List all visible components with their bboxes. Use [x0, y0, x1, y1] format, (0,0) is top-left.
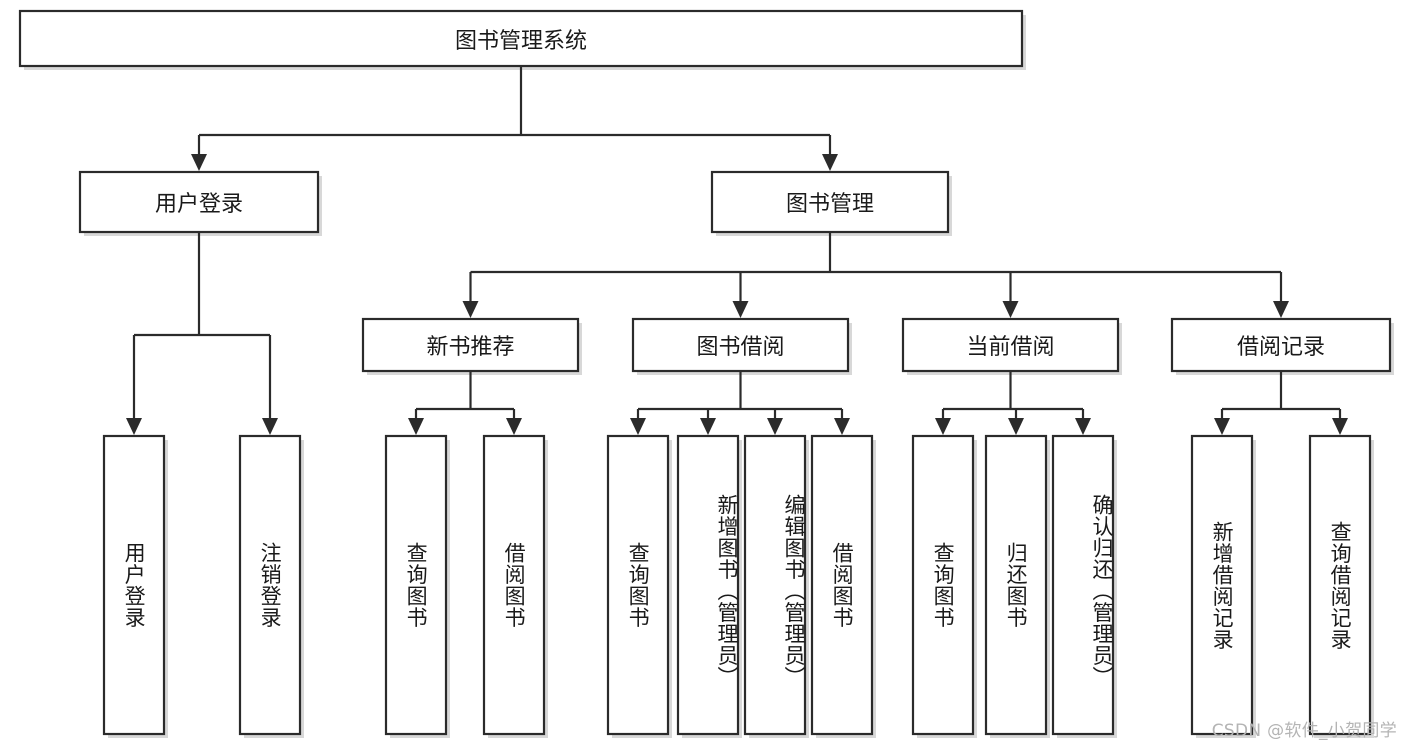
node-leaf-confirm-return[interactable]	[1051, 434, 1117, 738]
node-leaf-query-book-1[interactable]	[384, 434, 450, 738]
node-leaf-return-book[interactable]	[984, 434, 1050, 738]
node-leaf-borrow-book-2[interactable]	[810, 434, 876, 738]
node-book-manage[interactable]	[710, 170, 952, 236]
node-leaf-edit-book[interactable]	[743, 434, 809, 738]
node-leaf-add-record[interactable]	[1190, 434, 1256, 738]
node-leaf-user-login[interactable]	[102, 434, 168, 738]
node-root-book-management-system[interactable]	[18, 9, 1026, 70]
node-current-borrow[interactable]	[901, 317, 1122, 375]
node-new-book-rec[interactable]	[361, 317, 582, 375]
node-leaf-query-record[interactable]	[1308, 434, 1374, 738]
node-leaf-borrow-book-1[interactable]	[482, 434, 548, 738]
csdn-watermark: CSDN @软件_小贺同学	[1211, 721, 1397, 741]
node-book-borrow[interactable]	[631, 317, 852, 375]
node-leaf-add-book[interactable]	[676, 434, 742, 738]
node-user-login[interactable]	[78, 170, 322, 236]
node-leaf-query-book-3[interactable]	[911, 434, 977, 738]
node-leaf-query-book-2[interactable]	[606, 434, 672, 738]
node-borrow-record[interactable]	[1170, 317, 1394, 375]
node-leaf-logout[interactable]	[238, 434, 304, 738]
